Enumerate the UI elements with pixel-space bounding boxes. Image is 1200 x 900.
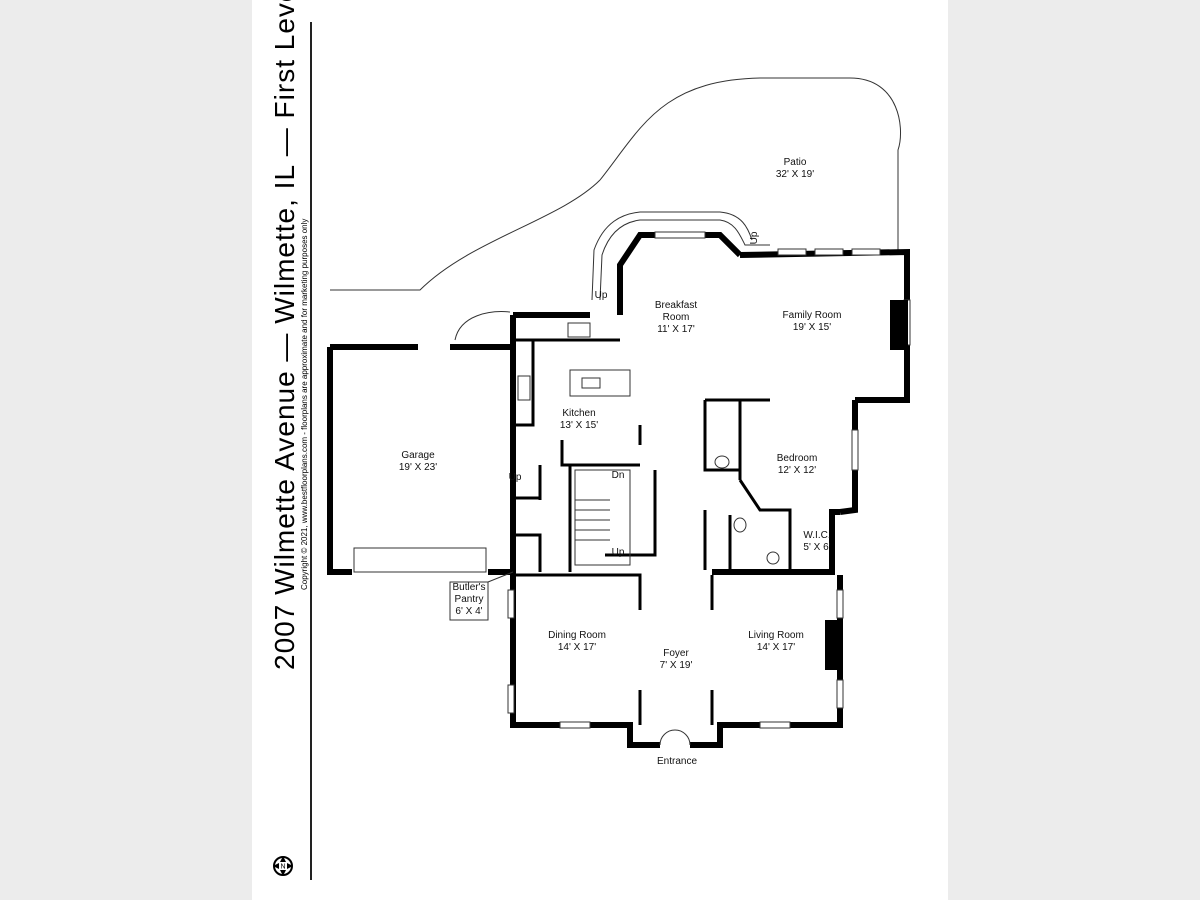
stair-up-label: Up xyxy=(508,472,522,483)
stair-up-label: Up xyxy=(749,231,760,245)
pantry-label-box xyxy=(449,581,489,621)
interior-walls xyxy=(513,338,792,725)
kitchen-island xyxy=(569,369,631,397)
room-label-wic: W.I.C.5' X 6' xyxy=(803,530,831,553)
stair-outline xyxy=(574,469,631,566)
cooktop xyxy=(517,375,531,401)
patio-outline xyxy=(330,77,901,291)
patio-step-curve xyxy=(454,311,511,341)
patio-bay-curve xyxy=(599,219,770,301)
sink xyxy=(567,322,591,338)
svg-text:N: N xyxy=(280,864,285,871)
fireplace-living xyxy=(825,620,841,670)
entrance-label: Entrance xyxy=(656,756,698,767)
stair-down-label: Dn xyxy=(611,470,625,481)
stair-up-label: Up xyxy=(594,290,608,301)
title-divider xyxy=(310,22,312,880)
floorplan-sheet xyxy=(252,0,948,900)
entrance-door xyxy=(659,729,691,746)
toilet xyxy=(714,455,730,469)
fireplace-family xyxy=(890,300,908,350)
stair-up-label: Up xyxy=(611,547,625,558)
north-arrow-icon: N xyxy=(273,856,293,876)
